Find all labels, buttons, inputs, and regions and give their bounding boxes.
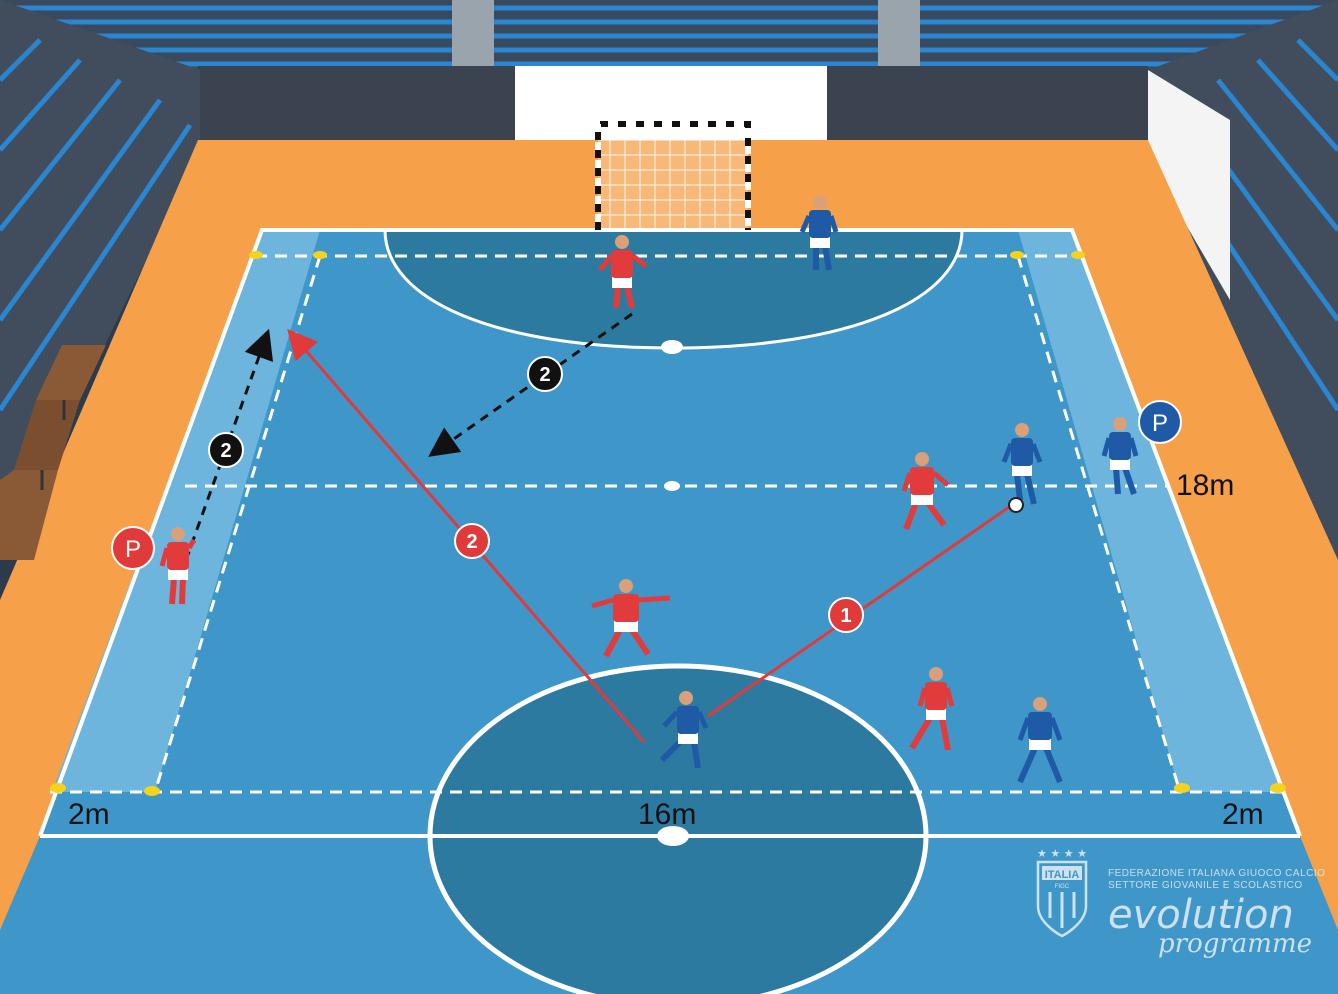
svg-text:★ ★ ★ ★: ★ ★ ★ ★ bbox=[1037, 847, 1087, 860]
svg-text:2: 2 bbox=[220, 440, 231, 462]
run-2-left-badge: 2 bbox=[209, 433, 243, 467]
measure-right-width: 2m bbox=[1222, 798, 1264, 831]
measure-length: 18m bbox=[1176, 469, 1234, 502]
penalty-spot bbox=[661, 340, 683, 354]
svg-text:FIGC: FIGC bbox=[1055, 884, 1070, 890]
svg-text:2: 2 bbox=[466, 531, 477, 553]
logo-subtitle: programme bbox=[1158, 929, 1312, 959]
svg-text:ITALIA: ITALIA bbox=[1045, 869, 1080, 881]
cone bbox=[1174, 783, 1190, 793]
measure-left-width: 2m bbox=[68, 798, 110, 831]
svg-text:1: 1 bbox=[840, 605, 851, 627]
player-blue-p-badge: P bbox=[1139, 401, 1181, 443]
cone bbox=[1071, 251, 1085, 259]
pass-1-badge: 1 bbox=[829, 598, 863, 632]
cone bbox=[1010, 251, 1024, 259]
ball bbox=[1009, 498, 1023, 512]
logo-sector: SETTORE GIOVANILE E SCOLASTICO bbox=[1108, 880, 1303, 891]
cone bbox=[1270, 783, 1286, 793]
svg-text:2: 2 bbox=[539, 364, 550, 386]
cone bbox=[313, 251, 327, 259]
logo-federation: FEDERAZIONE ITALIANA GIUOCO CALCIO bbox=[1108, 868, 1325, 879]
goal bbox=[598, 124, 748, 230]
player-red-p-badge: P bbox=[112, 527, 154, 569]
run-2-center-badge: 2 bbox=[528, 357, 562, 391]
pass-2-badge: 2 bbox=[455, 524, 489, 558]
cone bbox=[144, 786, 160, 796]
cone bbox=[50, 783, 66, 793]
measure-center-width: 16m bbox=[638, 798, 696, 831]
svg-text:P: P bbox=[125, 536, 141, 563]
cone bbox=[249, 251, 263, 259]
svg-text:P: P bbox=[1152, 410, 1168, 437]
